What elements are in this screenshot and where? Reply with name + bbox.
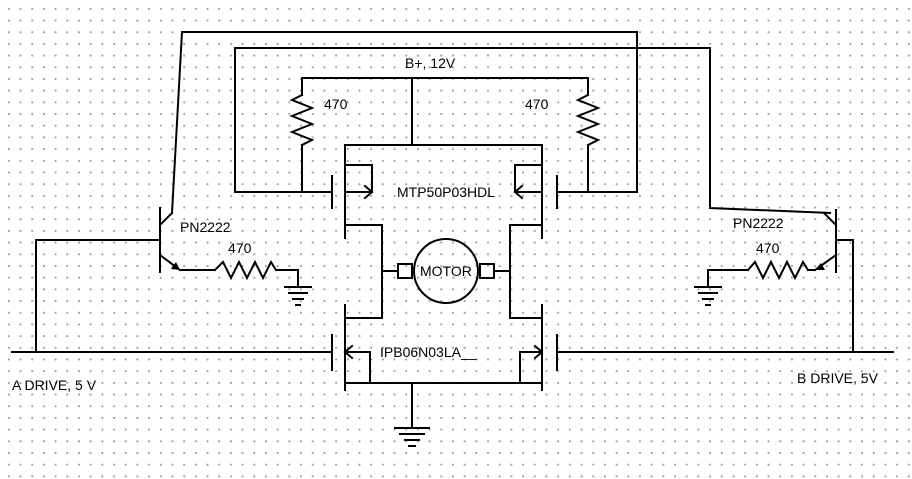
nmos-left xyxy=(331,304,383,391)
b-drive-wire xyxy=(556,239,894,353)
base-resistor-right xyxy=(707,259,816,281)
pullup-resistor-left-label: 470 xyxy=(324,96,348,112)
supply-label: B+, 12V xyxy=(405,55,456,71)
pullup-resistor-left xyxy=(289,77,315,193)
ground-left xyxy=(284,269,312,306)
nmos-label: IPB06N03LA__ xyxy=(380,344,477,360)
nmos-right xyxy=(509,304,558,391)
b-drive-label: B DRIVE, 5V xyxy=(797,370,879,386)
motor-label: MOTOR xyxy=(420,263,472,279)
ground-bottom xyxy=(344,382,543,447)
npn-left xyxy=(158,207,216,273)
base-resistor-right-label: 470 xyxy=(756,240,780,256)
npn-right-label: PN2222 xyxy=(733,215,784,231)
a-drive-wire xyxy=(11,239,333,353)
npn-right xyxy=(813,209,838,273)
motor-symbol xyxy=(381,224,511,319)
pmos-right xyxy=(509,144,558,239)
loop-wire-inner xyxy=(234,47,832,215)
base-resistor-left-label: 470 xyxy=(228,240,252,256)
ground-right xyxy=(694,269,722,306)
supply-rail xyxy=(301,77,589,146)
base-resistor-left xyxy=(213,259,299,281)
pullup-resistor-right xyxy=(575,77,601,193)
pullup-resistor-right-label: 470 xyxy=(525,96,549,112)
npn-left-label: PN2222 xyxy=(180,219,231,235)
pmos-left xyxy=(331,144,383,239)
pmos-label: MTP50P03HDL xyxy=(397,184,495,200)
a-drive-label: A DRIVE, 5 V xyxy=(12,377,97,393)
loop-wire-outer xyxy=(170,31,638,215)
